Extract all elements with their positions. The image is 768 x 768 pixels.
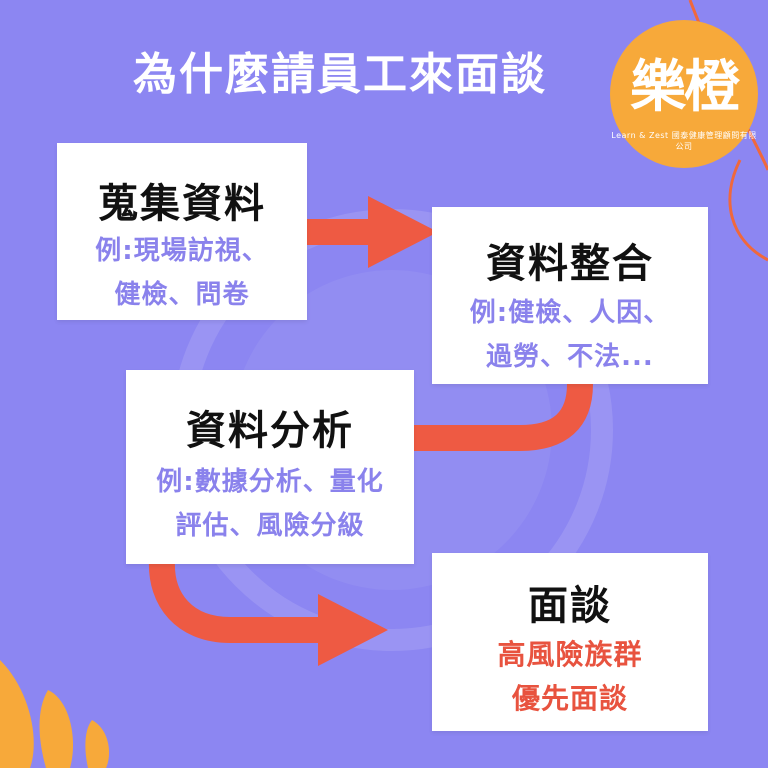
orange-leaf-blob bbox=[0, 660, 34, 768]
logo-text: 樂橙 bbox=[630, 55, 740, 120]
step-description-line: 例:數據分析、量化 bbox=[156, 467, 384, 497]
flow-arrow-2 bbox=[410, 383, 593, 451]
step-description-line: 例:健檢、人因、 bbox=[469, 298, 671, 328]
step-title: 蒐集資料 bbox=[98, 181, 266, 227]
logo-subtext: Learn & Zest 國泰健康管理顧問有限公司 bbox=[611, 131, 757, 151]
step-title: 資料整合 bbox=[486, 241, 654, 287]
step-description-line: 過勞、不法... bbox=[486, 342, 654, 372]
step-description: 例:數據分析、量化 評估、風險分級 bbox=[126, 460, 414, 548]
step-description-line: 優先面談 bbox=[511, 682, 628, 715]
step-card-analyze: 資料分析 例:數據分析、量化 評估、風險分級 bbox=[126, 370, 414, 564]
step-description: 例:現場訪視、 健檢、問卷 bbox=[57, 229, 307, 317]
step-description: 高風險族群 優先面談 bbox=[432, 633, 708, 721]
step-title: 資料分析 bbox=[186, 408, 354, 454]
step-description-line: 高風險族群 bbox=[497, 638, 643, 671]
brand-logo: 樂橙 Learn & Zest 國泰健康管理顧問有限公司 bbox=[610, 20, 758, 168]
step-description: 例:健檢、人因、 過勞、不法... bbox=[432, 291, 708, 379]
step-description-line: 健檢、問卷 bbox=[114, 280, 250, 310]
orange-leaf-blob-3 bbox=[85, 720, 110, 768]
step-title: 面談 bbox=[528, 583, 612, 629]
flow-arrowhead-3 bbox=[318, 594, 388, 666]
flow-arrowhead-1 bbox=[368, 196, 438, 268]
step-description-line: 例:現場訪視、 bbox=[95, 236, 269, 266]
orange-leaf-blob-2 bbox=[39, 690, 74, 768]
orange-swoosh-line-2 bbox=[728, 159, 768, 262]
step-card-integrate: 資料整合 例:健檢、人因、 過勞、不法... bbox=[432, 207, 708, 384]
page-title: 為什麼請員工來面談 bbox=[133, 49, 547, 100]
step-card-interview: 面談 高風險族群 優先面談 bbox=[432, 553, 708, 731]
step-description-line: 評估、風險分級 bbox=[175, 511, 365, 541]
step-card-collect: 蒐集資料 例:現場訪視、 健檢、問卷 bbox=[57, 143, 307, 320]
flow-arrow-3 bbox=[148, 559, 330, 643]
